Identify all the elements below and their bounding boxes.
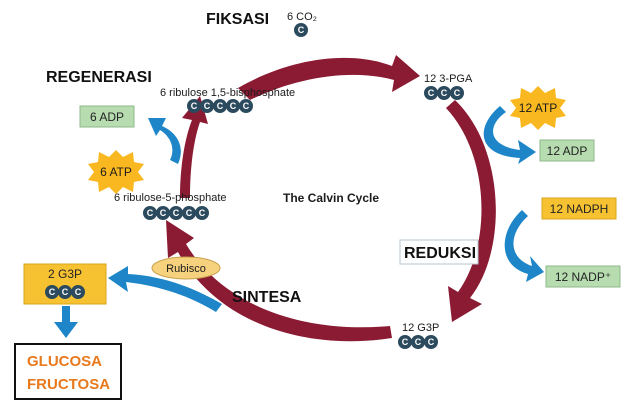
svg-text:12 NADPH: 12 NADPH [550,202,609,216]
co2-carbon-chain: C [294,23,308,37]
svg-text:C: C [75,287,82,297]
star-atp-reduction: 12 ATP [510,86,566,130]
co2-label: 6 CO₂ [287,11,317,23]
svg-text:C: C [204,101,211,111]
svg-text:C: C [454,88,461,98]
box-nadph: 12 NADPH [541,197,617,220]
svg-text:C: C [160,208,167,218]
svg-text:C: C [298,25,305,35]
ru5p-label: 6 ribulose-5-phosphate [114,192,227,204]
svg-text:12 ADP: 12 ADP [547,144,588,158]
svg-text:C: C [147,208,154,218]
svg-text:C: C [230,101,237,111]
pga-carbon-chain: C C C [424,86,464,100]
box-adp-regeneration: 6 ADP [79,105,135,128]
svg-text:C: C [415,337,422,347]
svg-text:C: C [173,208,180,218]
cycle-arrow-fixation [238,55,420,100]
rubisco-enzyme: Rubisco [151,256,221,280]
blue-arrow-atp-adp-regeneration [148,118,181,164]
cycle-arrow-phosphorylation [180,96,208,198]
box-nadp: 12 NADP⁺ [545,265,621,288]
svg-text:C: C [186,208,193,218]
blue-arrow-export-g3p [108,266,222,312]
svg-text:12 NADP⁺: 12 NADP⁺ [555,270,611,284]
cycle-arrow-reduction [446,100,496,322]
svg-text:2 G3P: 2 G3P [48,267,82,281]
ru5p-carbon-chain: C C C C C [143,206,209,220]
box-adp-reduction: 12 ADP [539,139,595,162]
rubp-carbon-chain: C C C C C [187,99,253,113]
box-g3p-export: 2 G3P C C C [23,263,107,305]
star-atp-regeneration: 6 ATP [88,150,144,194]
svg-text:C: C [191,101,198,111]
blue-arrow-to-glucose [54,306,78,338]
stage-label-synthesis: SINTESA [232,289,302,306]
rubp-label: 6 ribulose 1,5-bisphosphate [160,87,295,99]
stage-label-reduction: REDUKSI [404,245,476,262]
svg-text:12 ATP: 12 ATP [519,101,557,115]
g3p-cycle-label: 12 G3P [402,322,439,334]
g3p-cycle-carbon-chain: C C C [398,335,438,349]
svg-text:C: C [217,101,224,111]
svg-text:6 ADP: 6 ADP [90,110,124,124]
product-glucose: GLUCOSA [27,353,102,370]
stage-label-fixation: FIKSASI [206,11,269,28]
pga-label: 12 3-PGA [424,73,473,85]
svg-text:6 ATP: 6 ATP [100,165,132,179]
svg-text:C: C [49,287,56,297]
svg-text:C: C [243,101,250,111]
products-box: GLUCOSA FRUCTOSA [14,343,122,400]
svg-text:C: C [199,208,206,218]
svg-text:C: C [402,337,409,347]
product-fructose: FRUCTOSA [27,376,110,393]
cycle-arrow-regeneration [166,220,392,342]
blue-arrow-nadph-nadp [504,210,544,282]
svg-text:C: C [62,287,69,297]
svg-text:Rubisco: Rubisco [166,263,206,275]
svg-text:C: C [428,88,435,98]
svg-text:C: C [441,88,448,98]
blue-arrow-atp-adp-reduction [483,106,536,164]
center-title: The Calvin Cycle [283,191,379,205]
reduction-label-box [399,239,479,265]
stage-label-regeneration: REGENERASI [46,69,152,86]
svg-text:C: C [428,337,435,347]
